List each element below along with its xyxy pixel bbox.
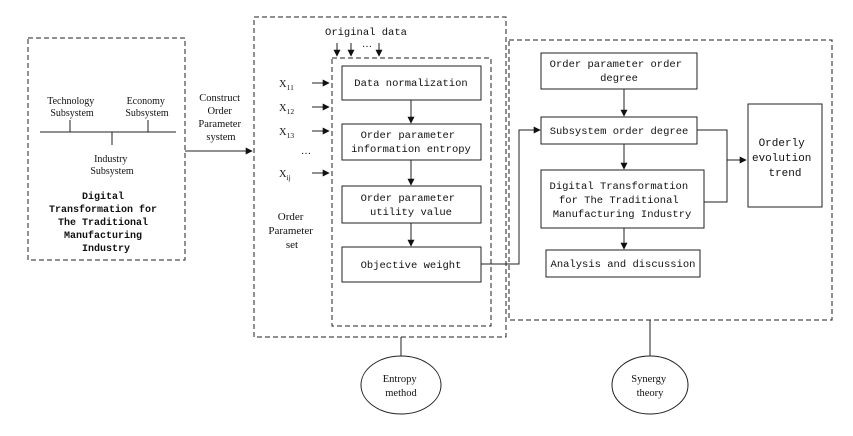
data-normalization-label: Data normalization [354, 78, 467, 90]
utility-value-box [341, 185, 482, 224]
digital-transformation-label: Digital Transformation for The Tradition… [550, 181, 695, 221]
trend-bracket [697, 129, 728, 203]
variable-dots: … [301, 146, 311, 157]
arrow-weight-to-subsystem [481, 126, 541, 265]
order-parameter-degree-box [540, 52, 698, 90]
objective-weight-box [341, 246, 482, 283]
left-subsystems-panel [27, 37, 186, 261]
synergy-theory-ellipse [611, 355, 689, 415]
variable-x12: X12 [279, 103, 294, 116]
economy-subsystem-label: Economy Subsystem [125, 96, 169, 119]
left-panel-title: Digital Transformation for The Tradition… [49, 191, 163, 255]
entropy-inner-panel [331, 57, 492, 327]
construct-label: Construct Order Parameter system [198, 93, 243, 143]
original-data-label: Original data [325, 27, 407, 39]
synergy-panel [508, 39, 833, 321]
variable-x11: X11 [279, 79, 294, 92]
order-parameter-degree-label: Order parameter order degree [550, 59, 689, 85]
analysis-discussion-label: Analysis and discussion [551, 259, 696, 271]
utility-value-label: Order parameter utility value [361, 193, 462, 219]
subsystem-order-degree-label: Subsystem order degree [550, 126, 689, 138]
information-entropy-box [341, 123, 482, 161]
objective-weight-label: Objective weight [361, 260, 462, 272]
variable-x13: X13 [279, 127, 294, 140]
digital-transformation-box [540, 169, 705, 229]
original-data-dots: … [362, 39, 372, 50]
entropy-method-label: Entropy method [383, 374, 419, 399]
entropy-method-ellipse [360, 355, 442, 415]
variable-xij: Xij [279, 169, 291, 182]
industry-subsystem-label: Industry Subsystem [90, 154, 134, 177]
orderly-evolution-label: Orderly evolution trend [752, 138, 818, 180]
technology-subsystem-label: Technology Subsystem [47, 96, 97, 119]
information-entropy-label: Order parameter information entropy [351, 130, 471, 156]
orderly-evolution-box [747, 103, 823, 208]
data-normalization-box [341, 65, 482, 101]
synergy-theory-label: Synergy theory [631, 374, 668, 399]
entropy-outer-panel [253, 16, 507, 338]
order-parameter-set-label: Order Parameter set [268, 211, 315, 251]
analysis-discussion-box [545, 249, 701, 278]
subsystem-order-degree-box [540, 116, 698, 145]
